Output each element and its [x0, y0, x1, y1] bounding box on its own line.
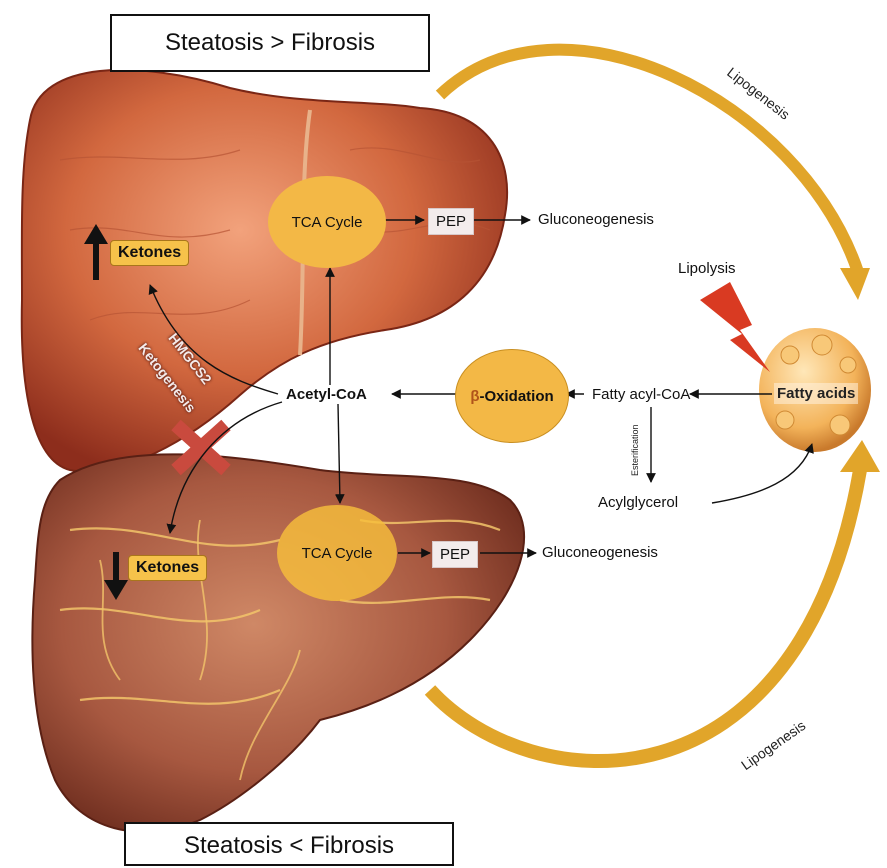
- gluconeogenesis-bottom: Gluconeogenesis: [542, 544, 658, 561]
- tca-cycle-bottom: TCA Cycle: [277, 505, 397, 601]
- beta-oxidation-node: β-Oxidation: [455, 349, 569, 443]
- tca-cycle-top-label: TCA Cycle: [292, 214, 363, 231]
- lipolysis-bolt-icon: [700, 282, 770, 372]
- title-top: Steatosis > Fibrosis: [110, 14, 430, 72]
- tca-cycle-top: TCA Cycle: [268, 176, 386, 268]
- fatty-acids-label: Fatty acids: [774, 383, 858, 404]
- pep-top: PEP: [428, 208, 474, 235]
- pep-bottom: PEP: [432, 541, 478, 568]
- acetyl-coa-label: Acetyl-CoA: [286, 386, 367, 403]
- ketones-top: Ketones: [110, 240, 189, 266]
- acylglycerol-label: Acylglycerol: [598, 494, 678, 511]
- esterification-label: Esterification: [630, 424, 640, 476]
- gluconeogenesis-top: Gluconeogenesis: [538, 211, 654, 228]
- ketones-bottom: Ketones: [128, 555, 207, 581]
- lipolysis-label: Lipolysis: [678, 260, 736, 277]
- lipogenesis-bottom-arrowhead: [840, 440, 880, 472]
- bottom-liver-illustration: [32, 454, 524, 832]
- lipogenesis-top-arrowhead: [840, 268, 870, 300]
- beta-oxidation-label: -Oxidation: [479, 388, 553, 405]
- tca-cycle-bottom-label: TCA Cycle: [302, 545, 373, 562]
- fatty-acyl-coa-label: Fatty acyl-CoA: [592, 386, 690, 403]
- title-bottom: Steatosis < Fibrosis: [124, 822, 454, 866]
